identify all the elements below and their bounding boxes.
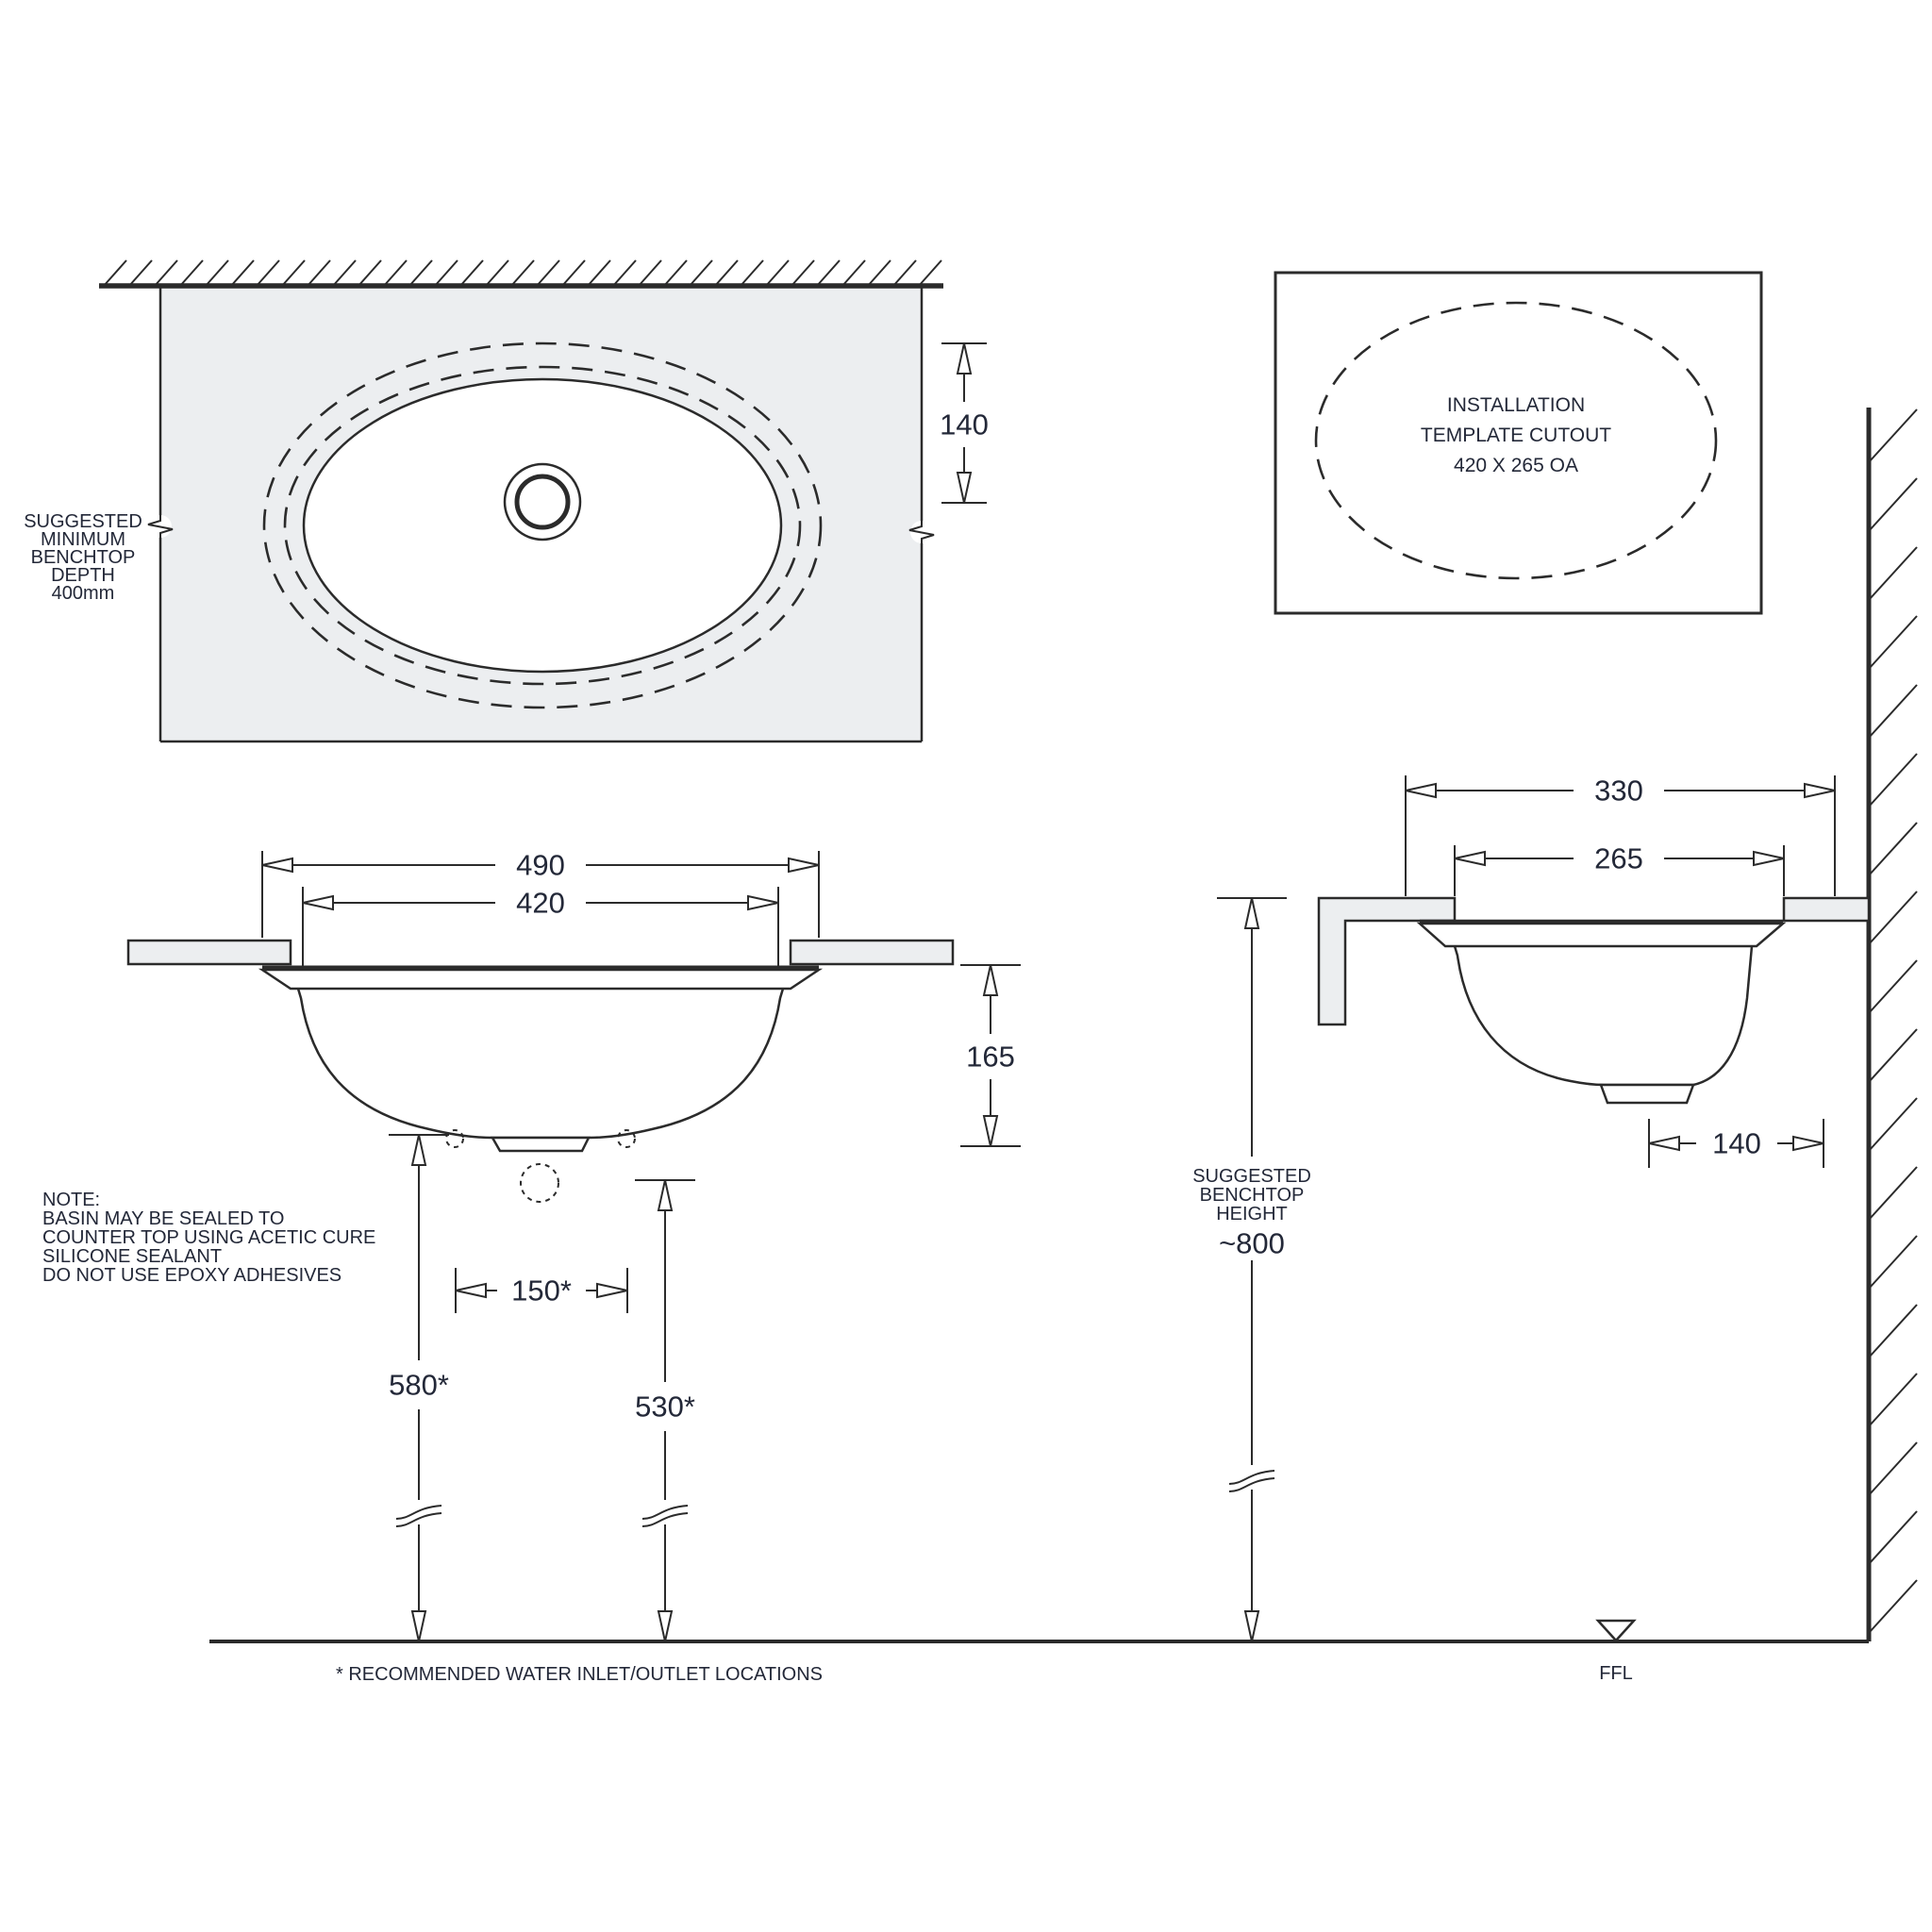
- wall-hatching-top: [103, 259, 942, 287]
- depth-label-line3: BENCHTOP: [31, 547, 136, 568]
- height-label-line2: BENCHTOP: [1200, 1185, 1305, 1206]
- dim-text-330: 330: [1594, 774, 1643, 808]
- depth-label-line1: SUGGESTED: [24, 511, 142, 532]
- depth-label-line4: DEPTH: [51, 565, 115, 586]
- water-inlet-right-marker: [617, 1129, 636, 1148]
- dim-text-800: ~800: [1219, 1227, 1285, 1260]
- dim-text-165: 165: [966, 1041, 1015, 1074]
- template-label-line2: TEMPLATE CUTOUT: [1421, 425, 1611, 446]
- basin-rim-front: [258, 968, 824, 991]
- water-outlet-marker: [520, 1163, 559, 1203]
- dim-text-530: 530*: [635, 1391, 695, 1424]
- basin-rim-inner-dashed: [283, 365, 802, 686]
- benchtop-side-back-section: [1782, 896, 1871, 923]
- benchtop-front-right: [789, 939, 955, 966]
- ffl-marker: FFL: [1595, 1619, 1637, 1684]
- break-symbol-right-edge: [908, 519, 935, 546]
- break-symbol-left-edge: [147, 513, 174, 541]
- dim-front-165: 165: [960, 964, 1021, 1147]
- template-label-line3: 420 X 265 OA: [1454, 455, 1578, 476]
- note-line4: SILICONE SEALANT: [42, 1246, 222, 1267]
- benchtop-side-front-section: [1317, 896, 1457, 1026]
- break-symbol-800: [1227, 1465, 1276, 1492]
- dim-side-330: 330: [1405, 774, 1836, 896]
- dim-front-150: 150*: [455, 1268, 628, 1313]
- dim-front-420: 420: [302, 887, 779, 966]
- template-label-line1: INSTALLATION: [1447, 394, 1585, 416]
- note-line2: BASIN MAY BE SEALED TO: [42, 1208, 284, 1229]
- drain-plan: [503, 462, 582, 541]
- height-label-line1: SUGGESTED: [1192, 1166, 1311, 1187]
- dim-front-530: 530*: [635, 1179, 695, 1642]
- wall-hatching-right: [1868, 408, 1918, 1634]
- dim-text-plan-140: 140: [940, 408, 989, 441]
- template-sheet: [1274, 271, 1763, 615]
- benchtop-depth-label: SUGGESTED MINIMUM BENCHTOP DEPTH 400mm: [24, 511, 142, 604]
- footnote: * RECOMMENDED WATER INLET/OUTLET LOCATIO…: [336, 1664, 823, 1685]
- side-elevation: 330 265 140: [1192, 408, 1918, 1684]
- water-inlet-left-marker: [445, 1129, 464, 1148]
- note-line5: DO NOT USE EPOXY ADHESIVES: [42, 1265, 341, 1286]
- dim-text-side-140: 140: [1712, 1127, 1761, 1160]
- note-line1: NOTE:: [42, 1190, 100, 1210]
- break-symbol-530: [641, 1500, 690, 1527]
- dim-text-150: 150*: [511, 1274, 572, 1307]
- dim-text-265: 265: [1594, 842, 1643, 875]
- benchtop-front-left: [126, 939, 292, 966]
- dim-side-140: 140: [1648, 1119, 1824, 1168]
- dim-text-490: 490: [516, 849, 565, 882]
- template-cutout-ellipse: [1314, 301, 1718, 580]
- note-block: NOTE: BASIN MAY BE SEALED TO COUNTER TOP…: [42, 1190, 375, 1286]
- basin-bowl-side: [1453, 945, 1754, 1087]
- basin-foot-front: [490, 1136, 591, 1153]
- ffl-label: FFL: [1599, 1663, 1633, 1684]
- break-symbol-580: [394, 1500, 443, 1527]
- plan-view: 140 SUGGESTED MINIMUM BENCHTOP DEPTH 400…: [24, 259, 989, 743]
- dim-text-420: 420: [516, 887, 565, 920]
- note-line3: COUNTER TOP USING ACETIC CURE: [42, 1227, 375, 1248]
- ffl-triangle-icon: [1595, 1619, 1637, 1642]
- basin-bowl-front: [296, 988, 785, 1140]
- dim-front-490: 490: [261, 849, 820, 938]
- basin-rim-outer-dashed: [262, 341, 823, 709]
- dim-text-580: 580*: [389, 1369, 449, 1402]
- depth-label-line5: 400mm: [52, 583, 115, 604]
- depth-label-line2: MINIMUM: [41, 529, 125, 550]
- basin-rim-side: [1416, 922, 1787, 948]
- dim-plan-140: 140: [940, 342, 989, 504]
- dim-front-580: 580*: [389, 1134, 449, 1642]
- dim-side-800: SUGGESTED BENCHTOP HEIGHT ~800: [1192, 897, 1311, 1642]
- dim-side-265: 265: [1454, 842, 1785, 896]
- front-elevation: 490 420 165: [42, 849, 1021, 1685]
- basin-foot-side: [1599, 1083, 1695, 1105]
- template-view: INSTALLATION TEMPLATE CUTOUT 420 X 265 O…: [1274, 271, 1763, 615]
- height-label-line3: HEIGHT: [1216, 1204, 1288, 1224]
